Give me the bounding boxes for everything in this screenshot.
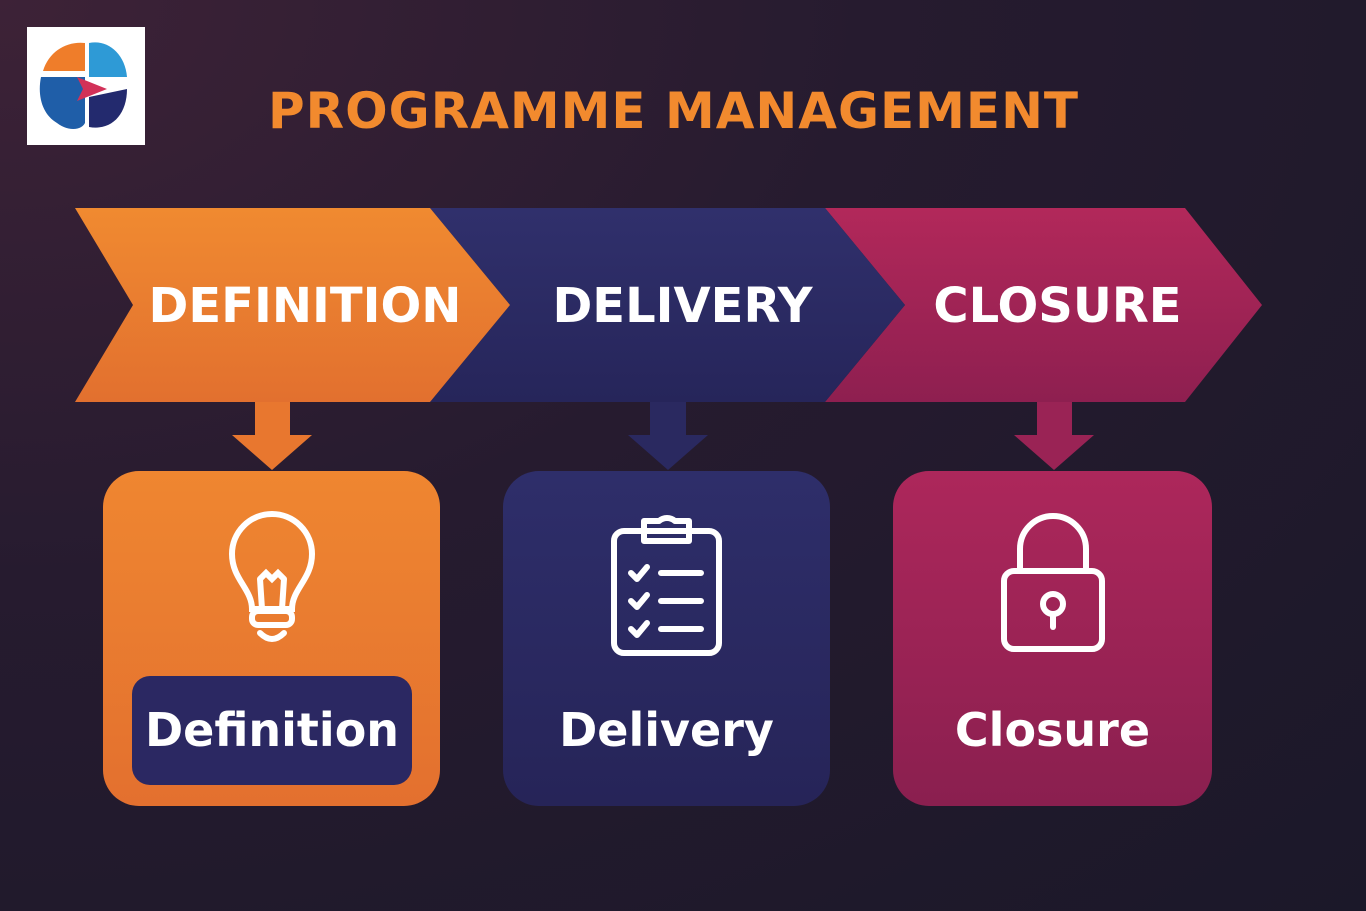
definition-chevron <box>75 208 510 402</box>
card-label-closure: Closure <box>954 703 1151 757</box>
padlock-icon <box>893 509 1212 654</box>
card-label-delivery: Delivery <box>559 703 774 757</box>
definition-card: Definition <box>103 471 440 806</box>
card-label-definition: Definition <box>144 703 400 757</box>
closure-chevron <box>825 208 1262 402</box>
chevron-label-closure: CLOSURE <box>933 278 1182 334</box>
clipboard-checklist-icon <box>503 509 830 659</box>
definition-down-arrow <box>232 402 312 470</box>
chevron-label-delivery: DELIVERY <box>552 278 813 334</box>
page-title: PROGRAMME MANAGEMENT <box>268 82 1080 140</box>
logo <box>27 27 145 145</box>
delivery-card: Delivery <box>503 471 830 806</box>
lightbulb-icon <box>103 509 440 654</box>
chevron-label-definition: DEFINITION <box>148 278 462 334</box>
closure-card: Closure <box>893 471 1212 806</box>
delivery-chevron <box>430 208 905 402</box>
delivery-down-arrow <box>628 402 708 470</box>
definition-label-pill: Definition <box>132 676 412 785</box>
closure-down-arrow <box>1014 402 1094 470</box>
